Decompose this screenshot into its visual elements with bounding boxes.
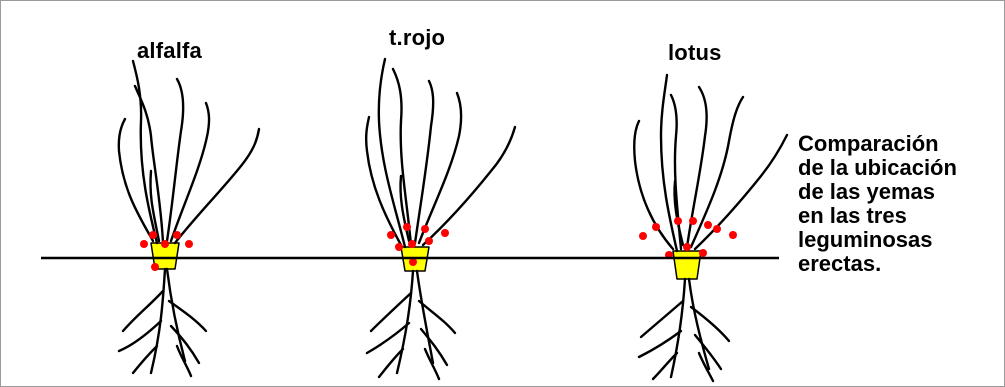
root bbox=[671, 279, 685, 377]
bud bbox=[387, 231, 395, 239]
stem bbox=[175, 129, 259, 243]
bud bbox=[699, 249, 707, 257]
bud bbox=[395, 243, 403, 251]
root bbox=[421, 329, 447, 365]
crown-lotus bbox=[673, 251, 701, 279]
root bbox=[177, 346, 191, 376]
bud bbox=[639, 232, 647, 240]
bud bbox=[704, 221, 712, 229]
caption-line: de las yemas bbox=[798, 180, 1004, 204]
caption-line: Comparación bbox=[798, 132, 1004, 156]
label-trojo: t.rojo bbox=[389, 25, 445, 51]
root bbox=[641, 301, 683, 337]
root bbox=[151, 269, 165, 373]
bud bbox=[425, 237, 433, 245]
bud bbox=[185, 240, 193, 248]
caption-line: erectas. bbox=[798, 252, 1004, 276]
stem bbox=[393, 69, 411, 245]
bud bbox=[151, 263, 159, 271]
root bbox=[397, 271, 413, 373]
bud bbox=[161, 240, 169, 248]
plant-alfalfa bbox=[119, 61, 259, 376]
label-lotus: lotus bbox=[668, 40, 722, 66]
bud bbox=[683, 243, 691, 251]
bud bbox=[713, 225, 721, 233]
plant-trojo bbox=[366, 59, 515, 379]
root bbox=[167, 269, 185, 361]
plant-lotus bbox=[634, 75, 787, 381]
bud bbox=[173, 231, 181, 239]
stem bbox=[423, 127, 515, 245]
bud bbox=[652, 223, 660, 231]
bud bbox=[140, 240, 148, 248]
bud bbox=[403, 223, 411, 231]
diagram-caption: Comparación de la ubicación de las yemas… bbox=[798, 132, 1004, 276]
label-alfalfa: alfalfa bbox=[137, 38, 202, 64]
caption-line: en las tres bbox=[798, 204, 1004, 228]
bud bbox=[421, 225, 429, 233]
bud bbox=[729, 231, 737, 239]
bud bbox=[689, 217, 697, 225]
stem bbox=[119, 119, 153, 241]
bud bbox=[149, 231, 157, 239]
stem bbox=[135, 86, 163, 243]
root bbox=[119, 321, 161, 351]
bud bbox=[441, 229, 449, 237]
stem bbox=[415, 81, 433, 243]
stem bbox=[366, 117, 401, 245]
bud bbox=[674, 217, 682, 225]
bud bbox=[408, 240, 416, 248]
caption-line: leguminosas bbox=[798, 228, 1004, 252]
caption-line: de la ubicación bbox=[798, 156, 1004, 180]
stem bbox=[695, 135, 787, 249]
